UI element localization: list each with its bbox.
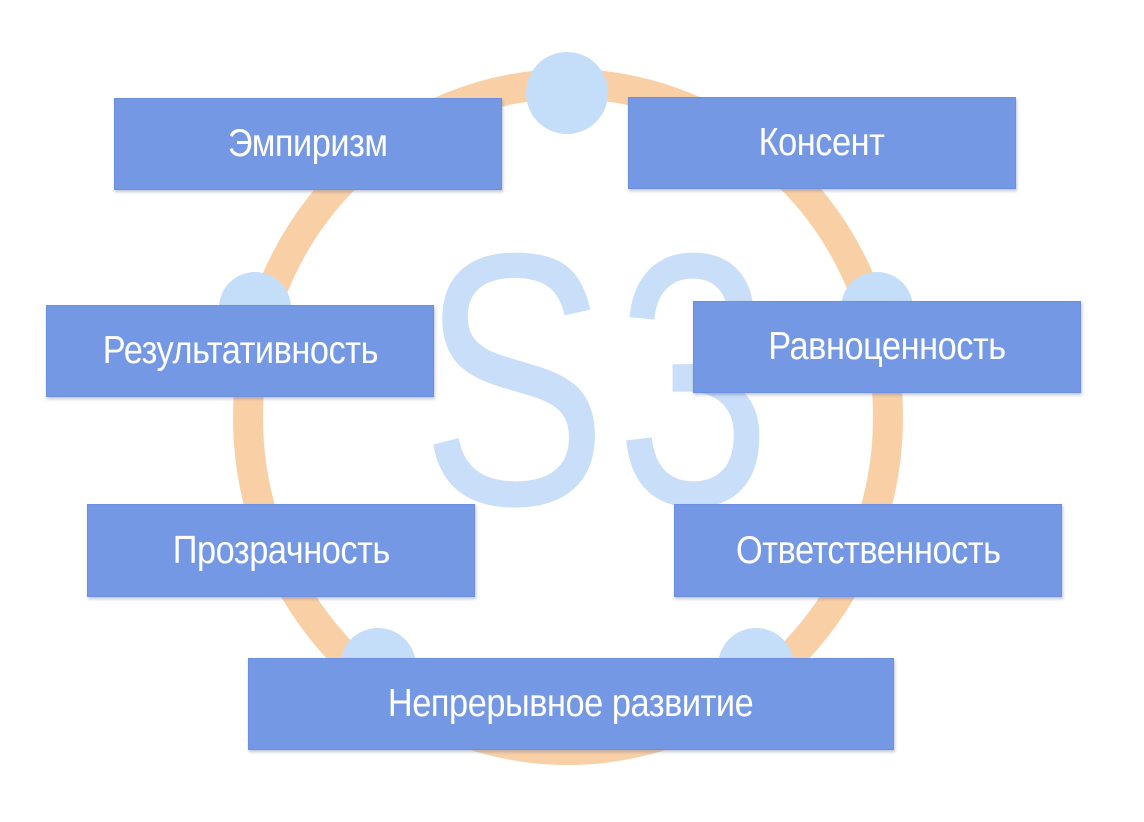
principle-consent: Консент <box>628 97 1016 189</box>
principle-accountability: Ответственность <box>674 504 1062 597</box>
principle-effectiveness-label: Результативность <box>102 329 378 372</box>
principle-empiricism: Эмпиризм <box>114 98 502 190</box>
principle-equivalence: Равноценность <box>693 301 1081 393</box>
principle-empiricism-label: Эмпиризм <box>228 122 388 165</box>
principle-continuous-improvement-label: Непрерывное развитие <box>388 682 754 725</box>
principle-accountability-label: Ответственность <box>735 528 1001 572</box>
principle-transparency-label: Прозрачность <box>172 528 390 572</box>
principle-equivalence-label: Равноценность <box>768 325 1006 368</box>
principle-effectiveness: Результативность <box>46 305 434 397</box>
node-circle-top <box>526 52 608 134</box>
principle-consent-label: Консент <box>759 121 885 164</box>
principle-transparency: Прозрачность <box>87 504 475 597</box>
principle-continuous-improvement: Непрерывное развитие <box>248 658 894 750</box>
